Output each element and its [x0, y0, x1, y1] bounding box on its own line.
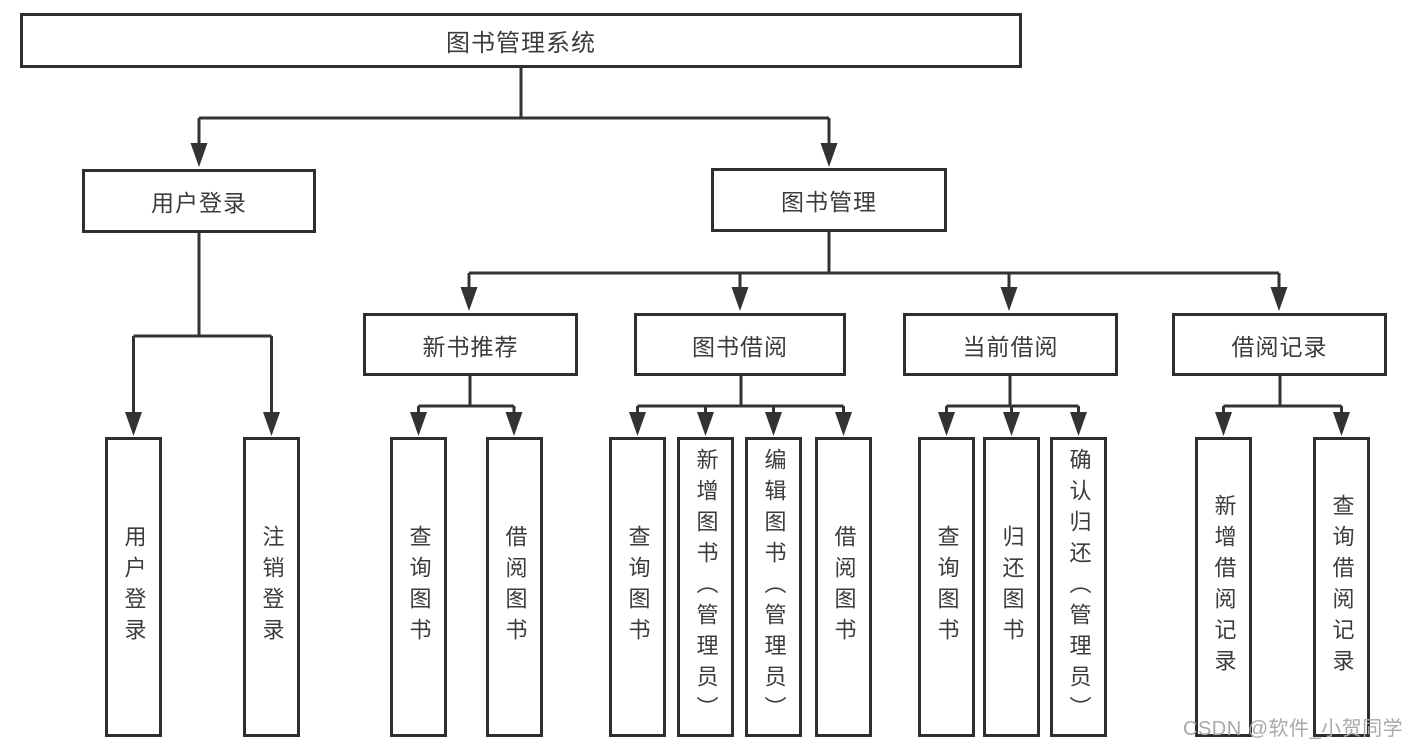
connector-root-to-level2	[190, 68, 838, 167]
leaf-logout-login: 注销登录	[243, 437, 300, 737]
node-book-management-label: 图书管理	[781, 189, 877, 215]
leaf-borrow-books-recommend: 借阅图书	[486, 437, 543, 737]
leaf-query-books-current-label: 查询图书	[934, 525, 960, 649]
leaf-logout-login-label: 注销登录	[259, 525, 285, 649]
node-book-management: 图书管理	[711, 168, 947, 232]
leaf-user-login-label: 用户登录	[121, 525, 147, 649]
node-book-borrowing: 图书借阅	[634, 313, 846, 376]
leaf-borrow-books-borrowing-label: 借阅图书	[831, 525, 857, 649]
leaf-query-books-borrowing: 查询图书	[609, 437, 666, 737]
leaf-query-books-borrowing-label: 查询图书	[625, 525, 651, 649]
node-user-login: 用户登录	[82, 169, 316, 233]
leaf-query-borrow-record: 查询借阅记录	[1313, 437, 1370, 737]
leaf-user-login: 用户登录	[105, 437, 162, 737]
connector-book-borrowing-children	[629, 375, 852, 436]
node-current-borrowing-label: 当前借阅	[962, 333, 1059, 360]
node-borrowing-records: 借阅记录	[1172, 313, 1387, 376]
connector-book-management-children	[460, 231, 1288, 311]
leaf-return-books: 归还图书	[983, 437, 1040, 737]
leaf-borrow-books-recommend-label: 借阅图书	[502, 525, 528, 649]
csdn-watermark: CSDN @软件_小贺同学	[1183, 718, 1404, 740]
node-library-system: 图书管理系统	[20, 13, 1022, 68]
leaf-borrow-books-borrowing: 借阅图书	[815, 437, 872, 737]
leaf-add-borrow-record: 新增借阅记录	[1195, 437, 1252, 737]
node-current-borrowing: 当前借阅	[903, 313, 1118, 376]
leaf-edit-books-admin: 编辑图书（管理员）	[745, 437, 802, 737]
node-library-system-label: 图书管理系统	[446, 30, 596, 57]
leaf-confirm-return-admin-label: 确认归还（管理员）	[1066, 447, 1092, 727]
node-new-book-recommend: 新书推荐	[363, 313, 578, 376]
connector-new-book-recommend-children	[410, 375, 523, 436]
leaf-confirm-return-admin: 确认归还（管理员）	[1050, 437, 1107, 737]
leaf-edit-books-admin-label: 编辑图书（管理员）	[761, 447, 787, 727]
leaf-query-borrow-record-label: 查询借阅记录	[1329, 494, 1355, 680]
connector-borrowing-records-children	[1215, 375, 1350, 436]
leaf-query-books-recommend: 查询图书	[390, 437, 447, 737]
connector-user-login-children	[125, 232, 280, 436]
leaf-query-books-current: 查询图书	[918, 437, 975, 737]
leaf-add-books-admin-label: 新增图书（管理员）	[693, 447, 719, 727]
leaf-add-books-admin: 新增图书（管理员）	[677, 437, 734, 737]
node-new-book-recommend-label: 新书推荐	[422, 333, 519, 360]
node-user-login-label: 用户登录	[151, 190, 247, 216]
leaf-add-borrow-record-label: 新增借阅记录	[1211, 494, 1237, 680]
node-book-borrowing-label: 图书借阅	[692, 333, 788, 360]
leaf-return-books-label: 归还图书	[999, 525, 1025, 649]
leaf-query-books-recommend-label: 查询图书	[406, 525, 432, 649]
node-borrowing-records-label: 借阅记录	[1231, 333, 1328, 360]
connector-current-borrowing-children	[938, 375, 1087, 436]
